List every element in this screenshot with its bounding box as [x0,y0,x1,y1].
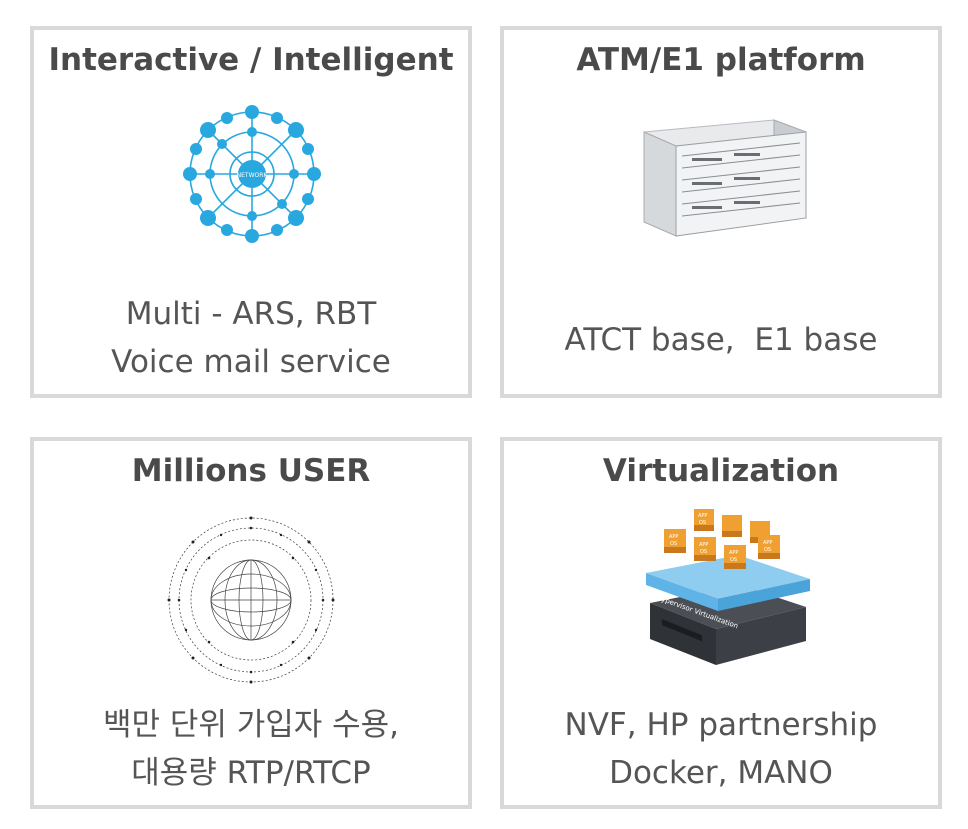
box-app-label: APP [763,540,772,546]
card-description: 백만 단위 가입자 수용, 대용량 RTP/RTCP [34,701,468,797]
svg-text:NETWORK: NETWORK [237,172,269,179]
card-title: Millions USER [131,453,371,489]
card-description: Multi - ARS, RBT Voice mail service [34,290,468,386]
box-os-label: OS [670,541,677,547]
card-line: ATCT base, E1 base [564,322,878,358]
card-title: ATM/E1 platform [576,42,866,78]
card-line: 백만 단위 가입자 수용, [102,707,400,743]
card-interactive-intelligent: Interactive / Intelligent NETWORK [30,26,472,398]
network-icon: NETWORK [183,105,321,243]
box-os-label: OS [730,557,737,563]
card-line: Docker, MANO [609,755,833,791]
card-description: NVF, HP partnership Docker, MANO [504,701,938,797]
card-virtualization: Virtualization Hypervisor Virtualization… [500,437,942,809]
globe-mesh-icon [167,516,335,684]
box-os-label: OS [700,549,707,555]
card-line: Voice mail service [111,344,391,380]
card-millions-user: Millions USER [30,437,472,809]
card-atm-e1-platform: ATM/E1 platform ATCT base, E1 base [500,26,942,398]
box-app-label: APP [669,534,678,540]
card-line: NVF, HP partnership [564,707,878,743]
card-description: ATCT base, E1 base [504,316,938,364]
card-title: Virtualization [602,453,840,489]
card-line: 대용량 RTP/RTCP [131,755,371,791]
server-chassis-image [643,119,807,237]
box-app-label: APP [729,550,738,556]
box-os-label: OS [699,520,706,526]
box-os-label: OS [764,547,771,553]
card-title: Interactive / Intelligent [48,42,454,78]
card-line: Multi - ARS, RBT [125,296,377,332]
box-app-label: APP [699,542,708,548]
hypervisor-virtualization-icon: Hypervisor Virtualization APP OS APP OS … [646,509,810,665]
box-app-label: APP [698,513,707,519]
